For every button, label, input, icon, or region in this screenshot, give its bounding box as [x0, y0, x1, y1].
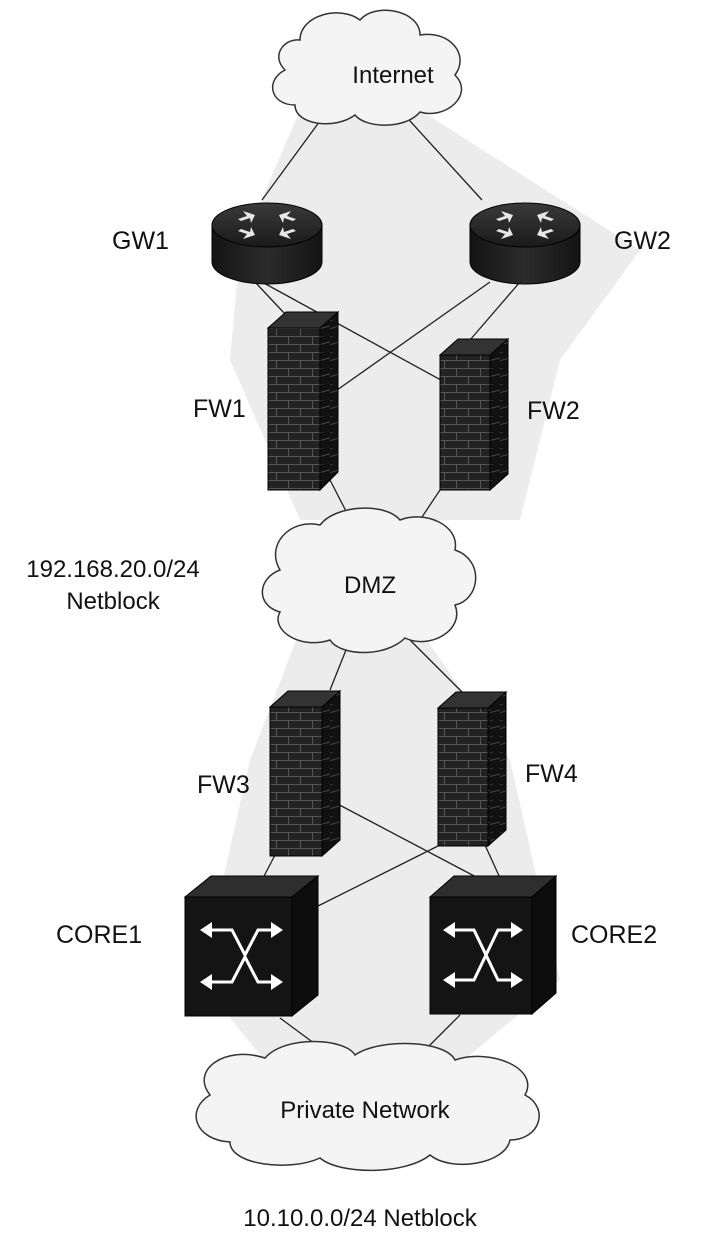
gw2-router-top	[469, 202, 581, 248]
core2-front	[429, 896, 533, 1015]
core1-switch	[183, 874, 320, 1018]
router-arrows-icon	[238, 211, 296, 239]
gw1-router-top	[211, 202, 323, 248]
core1-front	[184, 896, 293, 1017]
link-fw2-dmz	[419, 489, 441, 521]
core1-label: CORE1	[56, 921, 142, 949]
dmz-label: DMZ	[344, 572, 396, 599]
fw4-label: FW4	[525, 760, 578, 788]
core2-switch	[428, 874, 558, 1016]
internet-cloud-shape	[271, 9, 463, 126]
fw3-firewall	[268, 689, 342, 858]
internet-cloud: Internet	[271, 9, 463, 126]
link-fw4-core1	[309, 844, 441, 911]
core2-label: CORE2	[571, 921, 657, 949]
router-arrows-icon	[496, 211, 554, 239]
fw3-label: FW3	[197, 771, 250, 799]
fw1-front	[267, 327, 321, 491]
connections	[254, 109, 521, 1056]
fw2-firewall	[438, 337, 510, 492]
dmz-netblock-label: 192.168.20.0/24	[26, 556, 200, 583]
fw1-label: FW1	[193, 395, 246, 423]
private-netblock-label: 10.10.0.0/24 Netblock	[243, 1205, 477, 1232]
dmz-cloud-shape	[261, 507, 477, 654]
link-fw4-core2	[484, 844, 501, 879]
dmz-netblock-sublabel: Netblock	[66, 588, 160, 615]
link-internet-gw1	[261, 109, 329, 201]
fw3-side	[321, 689, 341, 858]
gw2-label: GW2	[614, 227, 671, 255]
link-gw2-fw2	[469, 281, 521, 341]
link-gw2-fw1	[329, 281, 491, 396]
switch-arrows-icon	[443, 922, 523, 988]
core2-side	[531, 874, 557, 1016]
fw1-side	[319, 310, 339, 492]
fw4-front	[437, 707, 489, 847]
fw3-front	[269, 706, 323, 857]
fw4-firewall	[436, 690, 508, 848]
fw2-front	[439, 354, 491, 491]
private-network-label: Private Network	[280, 1097, 450, 1124]
private-network-cloud: Private Network	[195, 1040, 540, 1172]
link-dmz-fw4	[409, 639, 471, 701]
gw2-router	[469, 202, 581, 285]
internet-label: Internet	[352, 62, 434, 89]
link-fw3-core2	[329, 799, 479, 879]
fw2-label: FW2	[527, 397, 580, 425]
fw4-side	[487, 690, 507, 848]
gw1-router	[211, 202, 323, 285]
link-gw1-fw2	[261, 281, 451, 386]
private-network-cloud-shape	[195, 1040, 540, 1172]
gw1-label: GW1	[112, 227, 169, 255]
fw2-side	[489, 337, 509, 492]
fw1-firewall	[266, 310, 340, 492]
dmz-cloud: DMZ	[261, 507, 477, 654]
core1-side	[291, 874, 319, 1018]
switch-arrows-icon	[200, 922, 283, 990]
link-internet-gw2	[399, 109, 483, 201]
link-fw1-dmz	[329, 479, 349, 516]
